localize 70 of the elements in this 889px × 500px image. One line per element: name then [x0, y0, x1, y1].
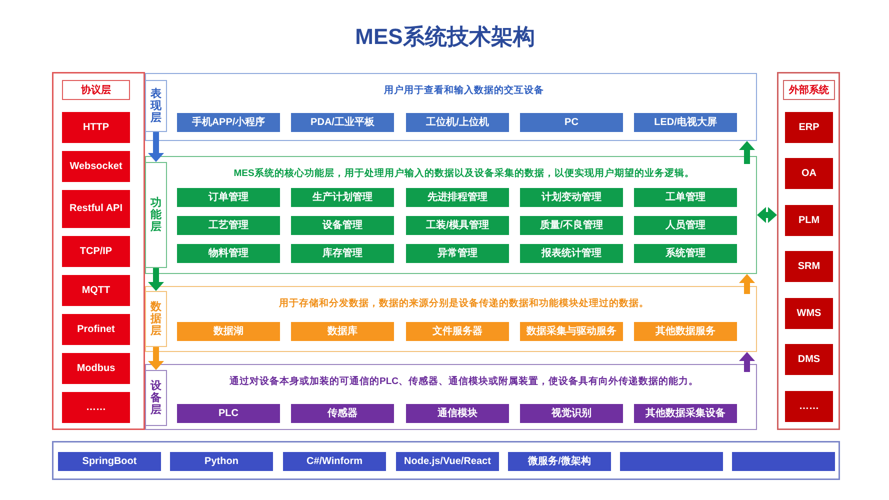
module-box: 文件服务器 [406, 322, 509, 341]
module-box: 数据库 [291, 322, 394, 341]
system-box: ERP [785, 112, 833, 143]
system-box: SRM [785, 251, 833, 282]
module-box: 库存管理 [291, 244, 394, 263]
layer-description: 用户用于查看和输入数据的交互设备 [383, 84, 545, 97]
protocol-box: Modbus [62, 353, 130, 384]
layer-panel [145, 73, 757, 141]
diagram-title: MES系统技术架构 [354, 23, 536, 51]
layer-panel [145, 156, 757, 274]
system-box: WMS [785, 298, 833, 329]
module-box: LED/电视大屏 [634, 113, 737, 132]
module-box: 数据采集与驱动服务 [520, 322, 623, 341]
protocol-box: HTTP [62, 112, 130, 143]
module-box: 工位机/上位机 [406, 113, 509, 132]
module-box: 报表统计管理 [520, 244, 623, 263]
tech-box [732, 452, 835, 471]
module-box: 系统管理 [634, 244, 737, 263]
tech-box: Python [170, 452, 273, 471]
layer-tag: 表现层 [145, 80, 167, 132]
protocol-box: MQTT [62, 275, 130, 306]
layer-description: 通过对设备本身或加装的可通信的PLC、传感器、通信模块或附属装置，使设备具有向外传递数据的能力。 [228, 375, 700, 388]
module-box: PDA/工业平板 [291, 113, 394, 132]
module-box: 视觉识别 [520, 404, 623, 423]
protocol-box: TCP/IP [62, 236, 130, 267]
module-box: 异常管理 [406, 244, 509, 263]
side-panel [777, 72, 840, 430]
module-box: 数据湖 [177, 322, 280, 341]
module-box: 其他数据服务 [634, 322, 737, 341]
panel-header: 协议层 [62, 80, 130, 100]
system-box: PLM [785, 205, 833, 236]
panel-header: 外部系统 [783, 80, 835, 100]
module-box: 人员管理 [634, 216, 737, 235]
module-box: 其他数据采集设备 [634, 404, 737, 423]
module-box: 质量/不良管理 [520, 216, 623, 235]
layer-tag: 功能层 [145, 162, 167, 268]
module-box: 通信模块 [406, 404, 509, 423]
module-box: 传感器 [291, 404, 394, 423]
layer-tag: 设备层 [145, 370, 167, 426]
tech-box: SpringBoot [58, 452, 161, 471]
module-box: 生产计划管理 [291, 188, 394, 207]
module-box: 设备管理 [291, 216, 394, 235]
system-box: OA [785, 158, 833, 189]
protocol-box: Websocket [62, 151, 130, 182]
layer-description: 用于存储和分发数据，数据的来源分别是设备传递的数据和功能模块处理过的数据。 [278, 297, 650, 310]
layer-description: MES系统的核心功能层，用于处理用户输入的数据以及设备采集的数据，以便实现用户期望的业务逻辑。 [232, 167, 696, 180]
module-box: 计划变动管理 [520, 188, 623, 207]
protocol-box: Restful API [62, 190, 130, 228]
layer-tag: 数据层 [145, 291, 167, 347]
system-box: …… [785, 391, 833, 422]
module-box: 物料管理 [177, 244, 280, 263]
protocol-box: Profinet [62, 314, 130, 345]
layer-panel [145, 286, 757, 352]
layer-panel [145, 364, 757, 430]
module-box: 工装/模具管理 [406, 216, 509, 235]
module-box: 工单管理 [634, 188, 737, 207]
tech-box: C#/Winform [283, 452, 386, 471]
protocol-box: …… [62, 392, 130, 423]
tech-box [620, 452, 723, 471]
module-box: 工艺管理 [177, 216, 280, 235]
module-box: PLC [177, 404, 280, 423]
module-box: 手机APP/小程序 [177, 113, 280, 132]
system-box: DMS [785, 344, 833, 375]
module-box: 先进排程管理 [406, 188, 509, 207]
tech-stack-bar [52, 441, 840, 480]
tech-box: Node.js/Vue/React [396, 452, 499, 471]
tech-box: 微服务/微架构 [508, 452, 611, 471]
module-box: 订单管理 [177, 188, 280, 207]
module-box: PC [520, 113, 623, 132]
side-panel [52, 72, 145, 430]
